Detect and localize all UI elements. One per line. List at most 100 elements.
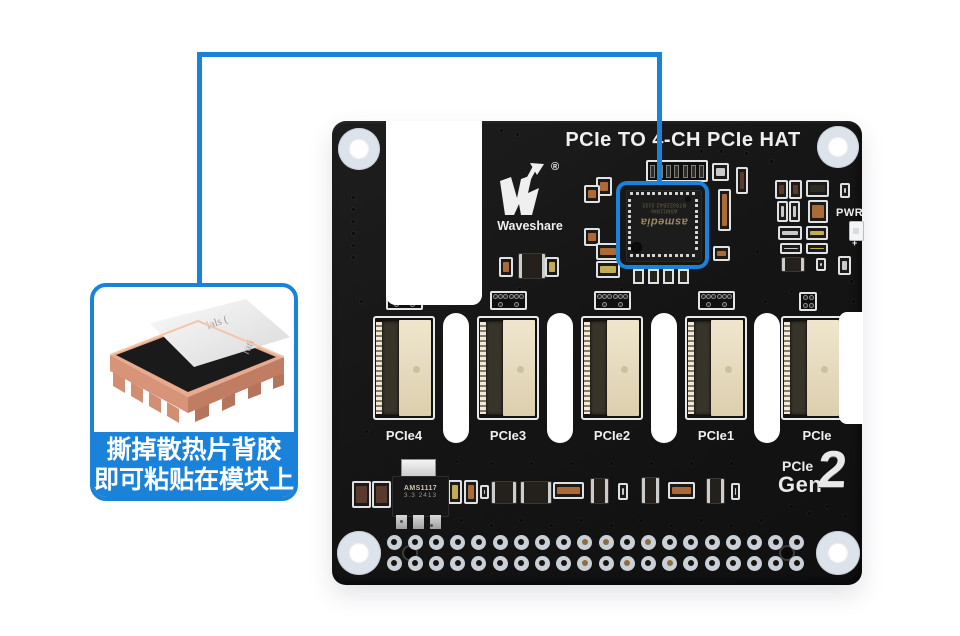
chip-pin xyxy=(695,230,698,234)
chip-pin xyxy=(630,192,633,195)
smd-component xyxy=(778,226,802,240)
via-dot xyxy=(770,160,773,163)
chip-pin xyxy=(691,192,695,195)
chip-pin xyxy=(695,225,698,229)
chip-pin xyxy=(635,192,639,195)
gpio-hole xyxy=(534,555,550,571)
chip-pin xyxy=(658,192,661,195)
chip-pin xyxy=(695,214,698,218)
chip-pin xyxy=(663,192,667,195)
chip-pin xyxy=(674,254,678,257)
gpio-hole xyxy=(534,534,550,550)
chip-pin xyxy=(628,230,631,234)
callout-label-line2: 即可粘贴在模块上 xyxy=(94,466,295,494)
smd-component xyxy=(584,185,600,203)
chip-pin xyxy=(680,254,684,257)
gpio-hole xyxy=(450,555,466,571)
gpio-hole xyxy=(450,534,466,550)
port-label-pcie4: PCIe4 xyxy=(385,428,423,443)
chip-pin xyxy=(635,254,639,257)
callout-label: 撕掉散热片背胶 即可粘贴在模块上 xyxy=(94,432,294,497)
heatsink-image: ials ( rati xyxy=(94,287,294,440)
via-dot xyxy=(852,300,855,303)
via-dot xyxy=(518,288,521,291)
via-dot xyxy=(550,524,553,527)
via-dot xyxy=(610,462,613,465)
via-dot xyxy=(530,462,533,465)
callout-label-line1: 撕掉散热片背胶 xyxy=(106,436,282,464)
gpio-hole xyxy=(683,555,699,571)
chip-pin xyxy=(695,204,698,208)
gpio-hole xyxy=(789,555,805,571)
heatsink-callout: ials ( rati 撕掉散热片背胶 即可粘贴在模块上 xyxy=(90,283,298,501)
chip-pin xyxy=(628,241,631,245)
smd-component xyxy=(712,163,729,181)
smd-component xyxy=(789,201,800,222)
port-label-pcie1: PCIe1 xyxy=(697,428,735,443)
smd-transistor xyxy=(590,478,609,504)
peel-liner xyxy=(150,299,290,367)
gpio-hole xyxy=(407,555,423,571)
smd-component xyxy=(480,485,489,499)
via-dot xyxy=(400,520,403,523)
gpio-hole xyxy=(746,534,762,550)
smd-component xyxy=(584,228,600,246)
smd-component xyxy=(713,246,730,261)
via-dot xyxy=(790,505,793,508)
smd-component xyxy=(840,183,850,198)
gpio-hole xyxy=(513,555,529,571)
gpio-hole xyxy=(640,555,656,571)
chip-pin xyxy=(628,199,631,202)
smd-component xyxy=(545,257,559,277)
gpio-hole xyxy=(619,534,635,550)
ffc-connector-pcie3 xyxy=(477,316,539,420)
gpio-hole xyxy=(725,555,741,571)
pwr-led xyxy=(849,221,864,241)
smd-transistor xyxy=(706,478,725,504)
chip-pin xyxy=(628,236,631,240)
chip-pin xyxy=(695,199,698,202)
mounting-hole xyxy=(816,531,860,575)
smd-component xyxy=(718,189,731,231)
via-dot xyxy=(455,460,458,463)
via-dot xyxy=(580,519,583,522)
gpio-hole xyxy=(577,555,593,571)
chip-pin xyxy=(641,192,645,195)
regulator-leg xyxy=(413,515,424,529)
via-dot xyxy=(850,280,853,283)
port-label-pcie: PCIe xyxy=(802,428,832,443)
chip-pin xyxy=(674,192,678,195)
smd-chip xyxy=(806,180,829,197)
via-dot xyxy=(745,152,748,155)
chip-pin xyxy=(628,204,631,208)
via-dot xyxy=(790,290,793,293)
via-dot xyxy=(520,519,523,522)
pad-row xyxy=(633,269,689,284)
ffc-connector-pcie4 xyxy=(373,316,435,420)
board-title: PCIe TO 4-CH PCIe HAT xyxy=(565,129,801,151)
board-cutout-slot xyxy=(547,313,573,443)
callout-connector-line xyxy=(197,52,202,285)
via-dot xyxy=(352,232,355,235)
smd-component xyxy=(806,243,828,254)
header-footprint xyxy=(646,160,708,182)
smd-component xyxy=(618,483,628,500)
chip-pin xyxy=(628,225,631,229)
throughhole-group xyxy=(594,291,631,310)
registered-mark: ® xyxy=(551,161,560,173)
gpio-hole xyxy=(428,534,444,550)
via-dot xyxy=(720,150,723,153)
gpio-hole xyxy=(768,534,784,550)
smd-transistor xyxy=(781,257,805,272)
port-label-pcie2: PCIe2 xyxy=(593,428,631,443)
gpio-hole xyxy=(428,555,444,571)
chip-pin xyxy=(658,254,661,257)
port-label-pcie3: PCIe3 xyxy=(489,428,527,443)
smd-transistor xyxy=(520,481,552,504)
chip-pin xyxy=(695,236,698,240)
chip-pin xyxy=(652,254,656,257)
chip-pin xyxy=(628,214,631,218)
smd-resistor: 0 xyxy=(838,256,851,275)
via-dot xyxy=(756,250,759,253)
via-dot xyxy=(610,524,613,527)
